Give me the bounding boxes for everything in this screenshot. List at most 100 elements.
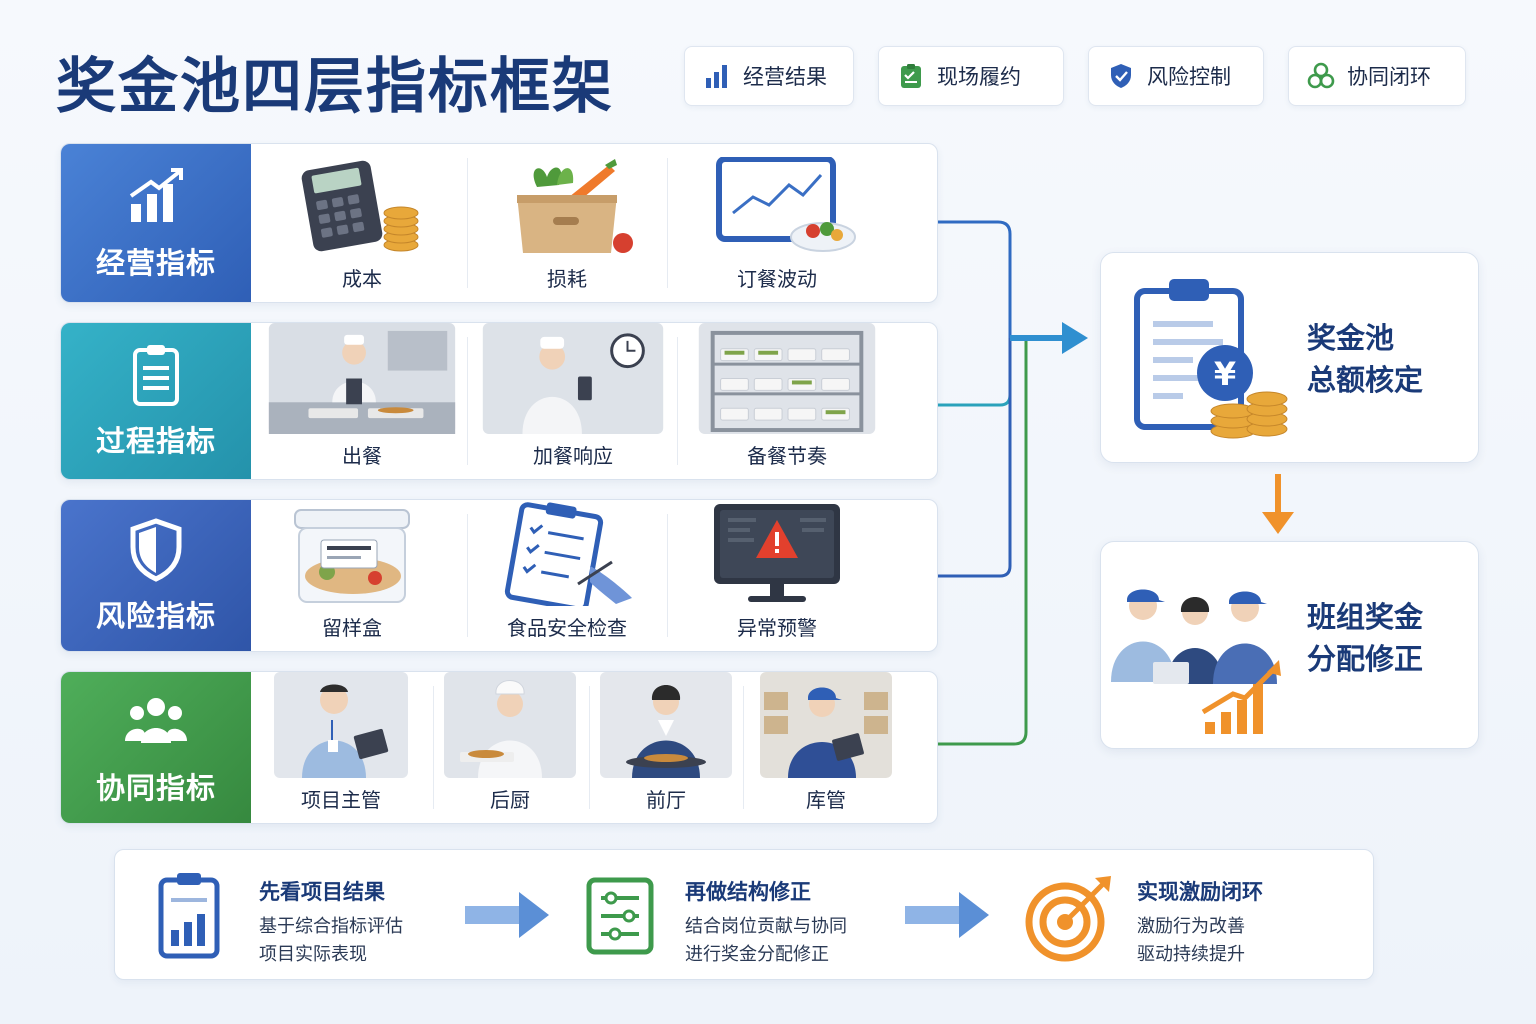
item-sample-box: 留样盒 — [257, 500, 447, 651]
pool-line-2: 总额核定 — [1307, 363, 1424, 397]
chef-phone-photo — [482, 323, 664, 434]
safety-checklist-icon — [504, 502, 632, 606]
project-manager-photo — [274, 672, 408, 778]
divider — [467, 337, 468, 465]
item-caption: 项目主管 — [301, 788, 381, 812]
item-caption: 订餐波动 — [737, 267, 817, 291]
shield-icon — [130, 517, 182, 582]
vegetable-box-icon — [517, 159, 633, 253]
step-arrow-1 — [465, 892, 549, 938]
item-caption: 留样盒 — [322, 616, 382, 640]
growth-chart-icon — [129, 168, 183, 222]
legend-item-business: 经营结果 — [684, 46, 854, 106]
legend-label: 现场履约 — [937, 65, 1021, 89]
divider — [743, 686, 744, 809]
item-caption: 后厨 — [490, 788, 530, 812]
calculator-coins-icon — [301, 160, 419, 252]
divider — [677, 337, 678, 465]
report-clipboard-icon — [158, 873, 220, 959]
legend-item-collab: 协同闭环 — [1288, 46, 1466, 106]
step-3-title: 实现激励闭环 — [1137, 880, 1263, 904]
step-arrow-2 — [905, 892, 989, 938]
connector-collaboration — [938, 338, 1028, 746]
divider — [467, 158, 468, 288]
row-head-risk: 风险指标 — [61, 500, 251, 651]
collaboration-loop-icon — [1307, 62, 1335, 89]
warehouse-keeper-photo — [760, 672, 892, 778]
item-food-safety-check: 食品安全检查 — [467, 500, 667, 651]
arrow-down-head — [1262, 512, 1294, 534]
team-people-icon — [125, 697, 187, 743]
waitstaff-photo — [600, 672, 732, 778]
legend-item-onsite: 现场履约 — [878, 46, 1064, 106]
checklist-icon — [133, 345, 179, 406]
step-1-line-1: 基于综合指标评估 — [259, 916, 403, 937]
divider — [667, 514, 668, 637]
item-caption: 异常预警 — [737, 616, 817, 640]
shield-check-icon — [1111, 64, 1131, 88]
step-1-title: 先看项目结果 — [259, 880, 385, 904]
legend-item-risk: 风险控制 — [1088, 46, 1264, 106]
team-line-1: 班组奖金 — [1307, 600, 1424, 634]
team-workers-growth-icon — [1111, 589, 1281, 734]
arrow-head-to-pool — [1062, 322, 1088, 354]
divider — [589, 686, 590, 809]
item-caption: 加餐响应 — [533, 444, 613, 468]
step-1-line-2: 项目实际表现 — [259, 944, 367, 965]
item-caption: 前厅 — [646, 788, 686, 812]
sliders-adjust-icon — [586, 877, 654, 955]
process-steps-panel: 先看项目结果 基于综合指标评估 项目实际表现 再做结构修正 结合岗位贡献与协同 … — [114, 849, 1374, 980]
sample-container-icon — [294, 509, 410, 603]
connector-process — [938, 338, 1012, 407]
item-caption: 备餐节奏 — [747, 444, 827, 468]
divider — [667, 158, 668, 288]
item-caption: 成本 — [342, 267, 382, 291]
row-head-collaboration: 协同指标 — [61, 672, 251, 823]
item-prep-rhythm: 备餐节奏 — [677, 323, 897, 479]
item-loss: 损耗 — [467, 144, 667, 302]
connector-risk — [938, 338, 1012, 578]
item-front-hall: 前厅 — [591, 672, 741, 823]
row-title: 经营指标 — [95, 246, 216, 280]
divider — [433, 686, 434, 809]
item-project-manager: 项目主管 — [257, 672, 425, 823]
svg-text:¥: ¥ — [1214, 355, 1236, 393]
divider — [467, 514, 468, 637]
item-order-fluctuation: 订餐波动 — [667, 144, 887, 302]
chef-serving-photo — [268, 323, 456, 434]
target-icon — [1025, 876, 1111, 962]
row-business-indicators: 经营指标 成本 — [60, 143, 938, 303]
bonus-pool-card: ¥ 奖金池 总额核定 — [1100, 252, 1479, 463]
item-caption: 损耗 — [547, 267, 587, 291]
row-head-process: 过程指标 — [61, 323, 251, 479]
legend-label: 经营结果 — [743, 65, 827, 89]
row-collaboration-indicators: 协同指标 项目主管 后厨 — [60, 671, 938, 824]
row-risk-indicators: 风险指标 留样盒 食品安全检查 — [60, 499, 938, 652]
legend-label: 风险控制 — [1147, 65, 1231, 89]
row-title: 风险指标 — [95, 598, 216, 633]
team-bonus-card: 班组奖金 分配修正 — [1100, 541, 1479, 749]
bar-chart-icon — [706, 65, 727, 88]
warning-monitor-icon — [714, 504, 840, 602]
pool-line-1: 奖金池 — [1307, 321, 1395, 355]
food-shelf-photo — [698, 323, 876, 434]
monitor-trend-icon — [716, 157, 856, 252]
item-caption: 食品安全检查 — [507, 616, 627, 640]
clipboard-check-icon — [901, 64, 921, 88]
legend-label: 协同闭环 — [1347, 65, 1431, 89]
clipboard-yen-icon: ¥ — [1134, 279, 1288, 439]
connector-business — [938, 220, 1012, 338]
step-3-line-2: 驱动持续提升 — [1137, 944, 1245, 965]
step-2-line-1: 结合岗位贡献与协同 — [685, 916, 847, 937]
item-anomaly-alert: 异常预警 — [667, 500, 887, 651]
item-back-kitchen: 后厨 — [435, 672, 585, 823]
row-title: 协同指标 — [95, 770, 216, 805]
item-warehouse-keeper: 库管 — [751, 672, 901, 823]
item-caption: 出餐 — [342, 444, 382, 468]
step-3-line-1: 激励行为改善 — [1137, 916, 1245, 937]
item-caption: 库管 — [806, 788, 846, 812]
step-2-line-2: 进行奖金分配修正 — [685, 944, 829, 965]
item-extra-meal-response: 加餐响应 — [473, 323, 673, 479]
item-serving: 出餐 — [257, 323, 467, 479]
